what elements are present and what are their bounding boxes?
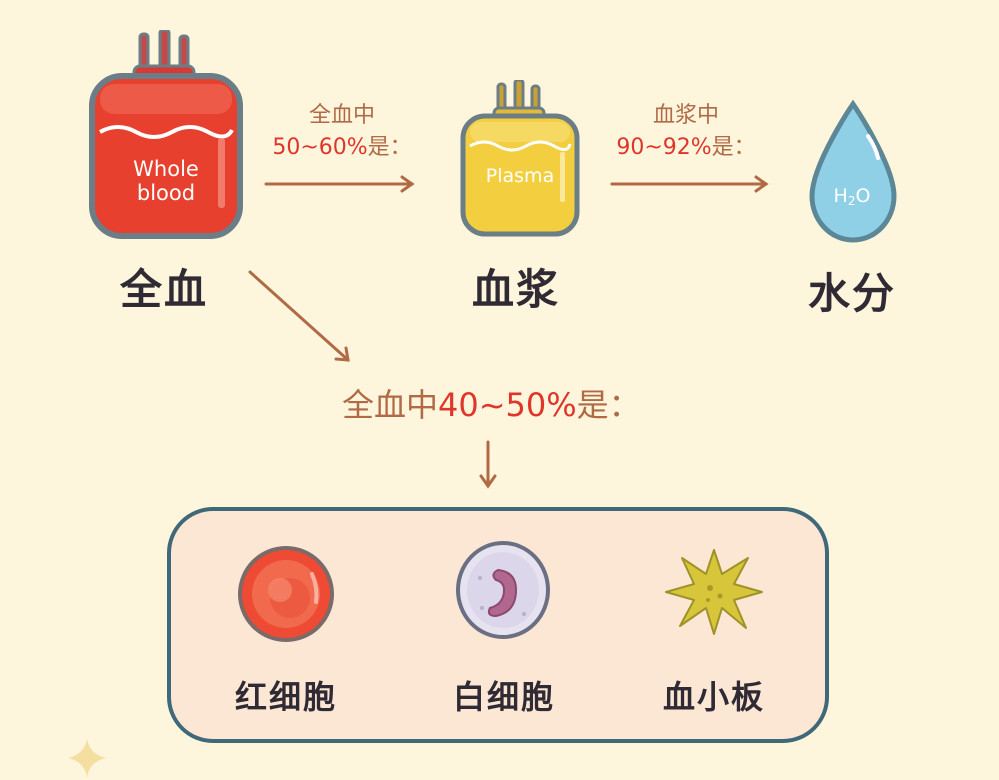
whole-blood-bag-text-2: blood — [137, 181, 195, 205]
cell-label-white: 白细胞 — [452, 678, 555, 716]
svg-text:H2O: H2O — [834, 185, 871, 208]
whole-to-cells-prefix: 全血中 — [342, 386, 439, 424]
cell-label-platelet: 血小板 — [662, 678, 765, 716]
water-drop-icon: H2O — [809, 100, 897, 243]
water-drop-text-2: 2 — [848, 194, 856, 208]
whole-to-cells-label: 全血中40~50%是： — [342, 380, 641, 426]
whole-to-cells-arrow — [248, 270, 350, 362]
plasma-bag-icon: Plasma — [460, 80, 580, 237]
whole-blood-label: 全血 — [119, 265, 208, 314]
sparkle-icon — [68, 738, 106, 778]
water-drop-text-h: H — [834, 185, 848, 207]
whole-to-plasma-arrow — [264, 175, 415, 193]
plasma-label: 血浆 — [471, 265, 560, 314]
red-blood-cell-icon — [238, 546, 334, 642]
whole-to-cells-suffix: 是： — [576, 386, 641, 424]
whole-to-cells-percent: 40~50% — [438, 386, 577, 424]
plasma-to-water-line1: 血浆中 — [652, 103, 719, 128]
plasma-bag-text: Plasma — [486, 165, 554, 187]
plasma-to-water-percent: 90~92% — [616, 135, 712, 160]
water-drop-text-o: O — [855, 185, 870, 207]
down-arrow — [479, 440, 497, 489]
plasma-to-water-arrow — [610, 175, 769, 193]
whole-to-plasma-percent: 50~60% — [272, 135, 368, 160]
whole-to-plasma-line1: 全血中 — [308, 103, 375, 128]
whole-to-plasma-suffix: 是： — [367, 135, 412, 160]
platelet-icon — [665, 549, 763, 635]
water-label: 水分 — [807, 269, 896, 318]
cell-label-red: 红细胞 — [234, 678, 337, 716]
whole-to-plasma-label: 全血中 50~60%是： — [252, 100, 432, 164]
plasma-to-water-label: 血浆中 90~92%是： — [596, 100, 776, 164]
whole-blood-bag-text-1: Whole — [133, 157, 199, 181]
plasma-to-water-suffix: 是： — [711, 135, 756, 160]
white-blood-cell-icon — [456, 541, 550, 639]
whole-blood-bag-icon: Whole blood — [89, 30, 243, 239]
